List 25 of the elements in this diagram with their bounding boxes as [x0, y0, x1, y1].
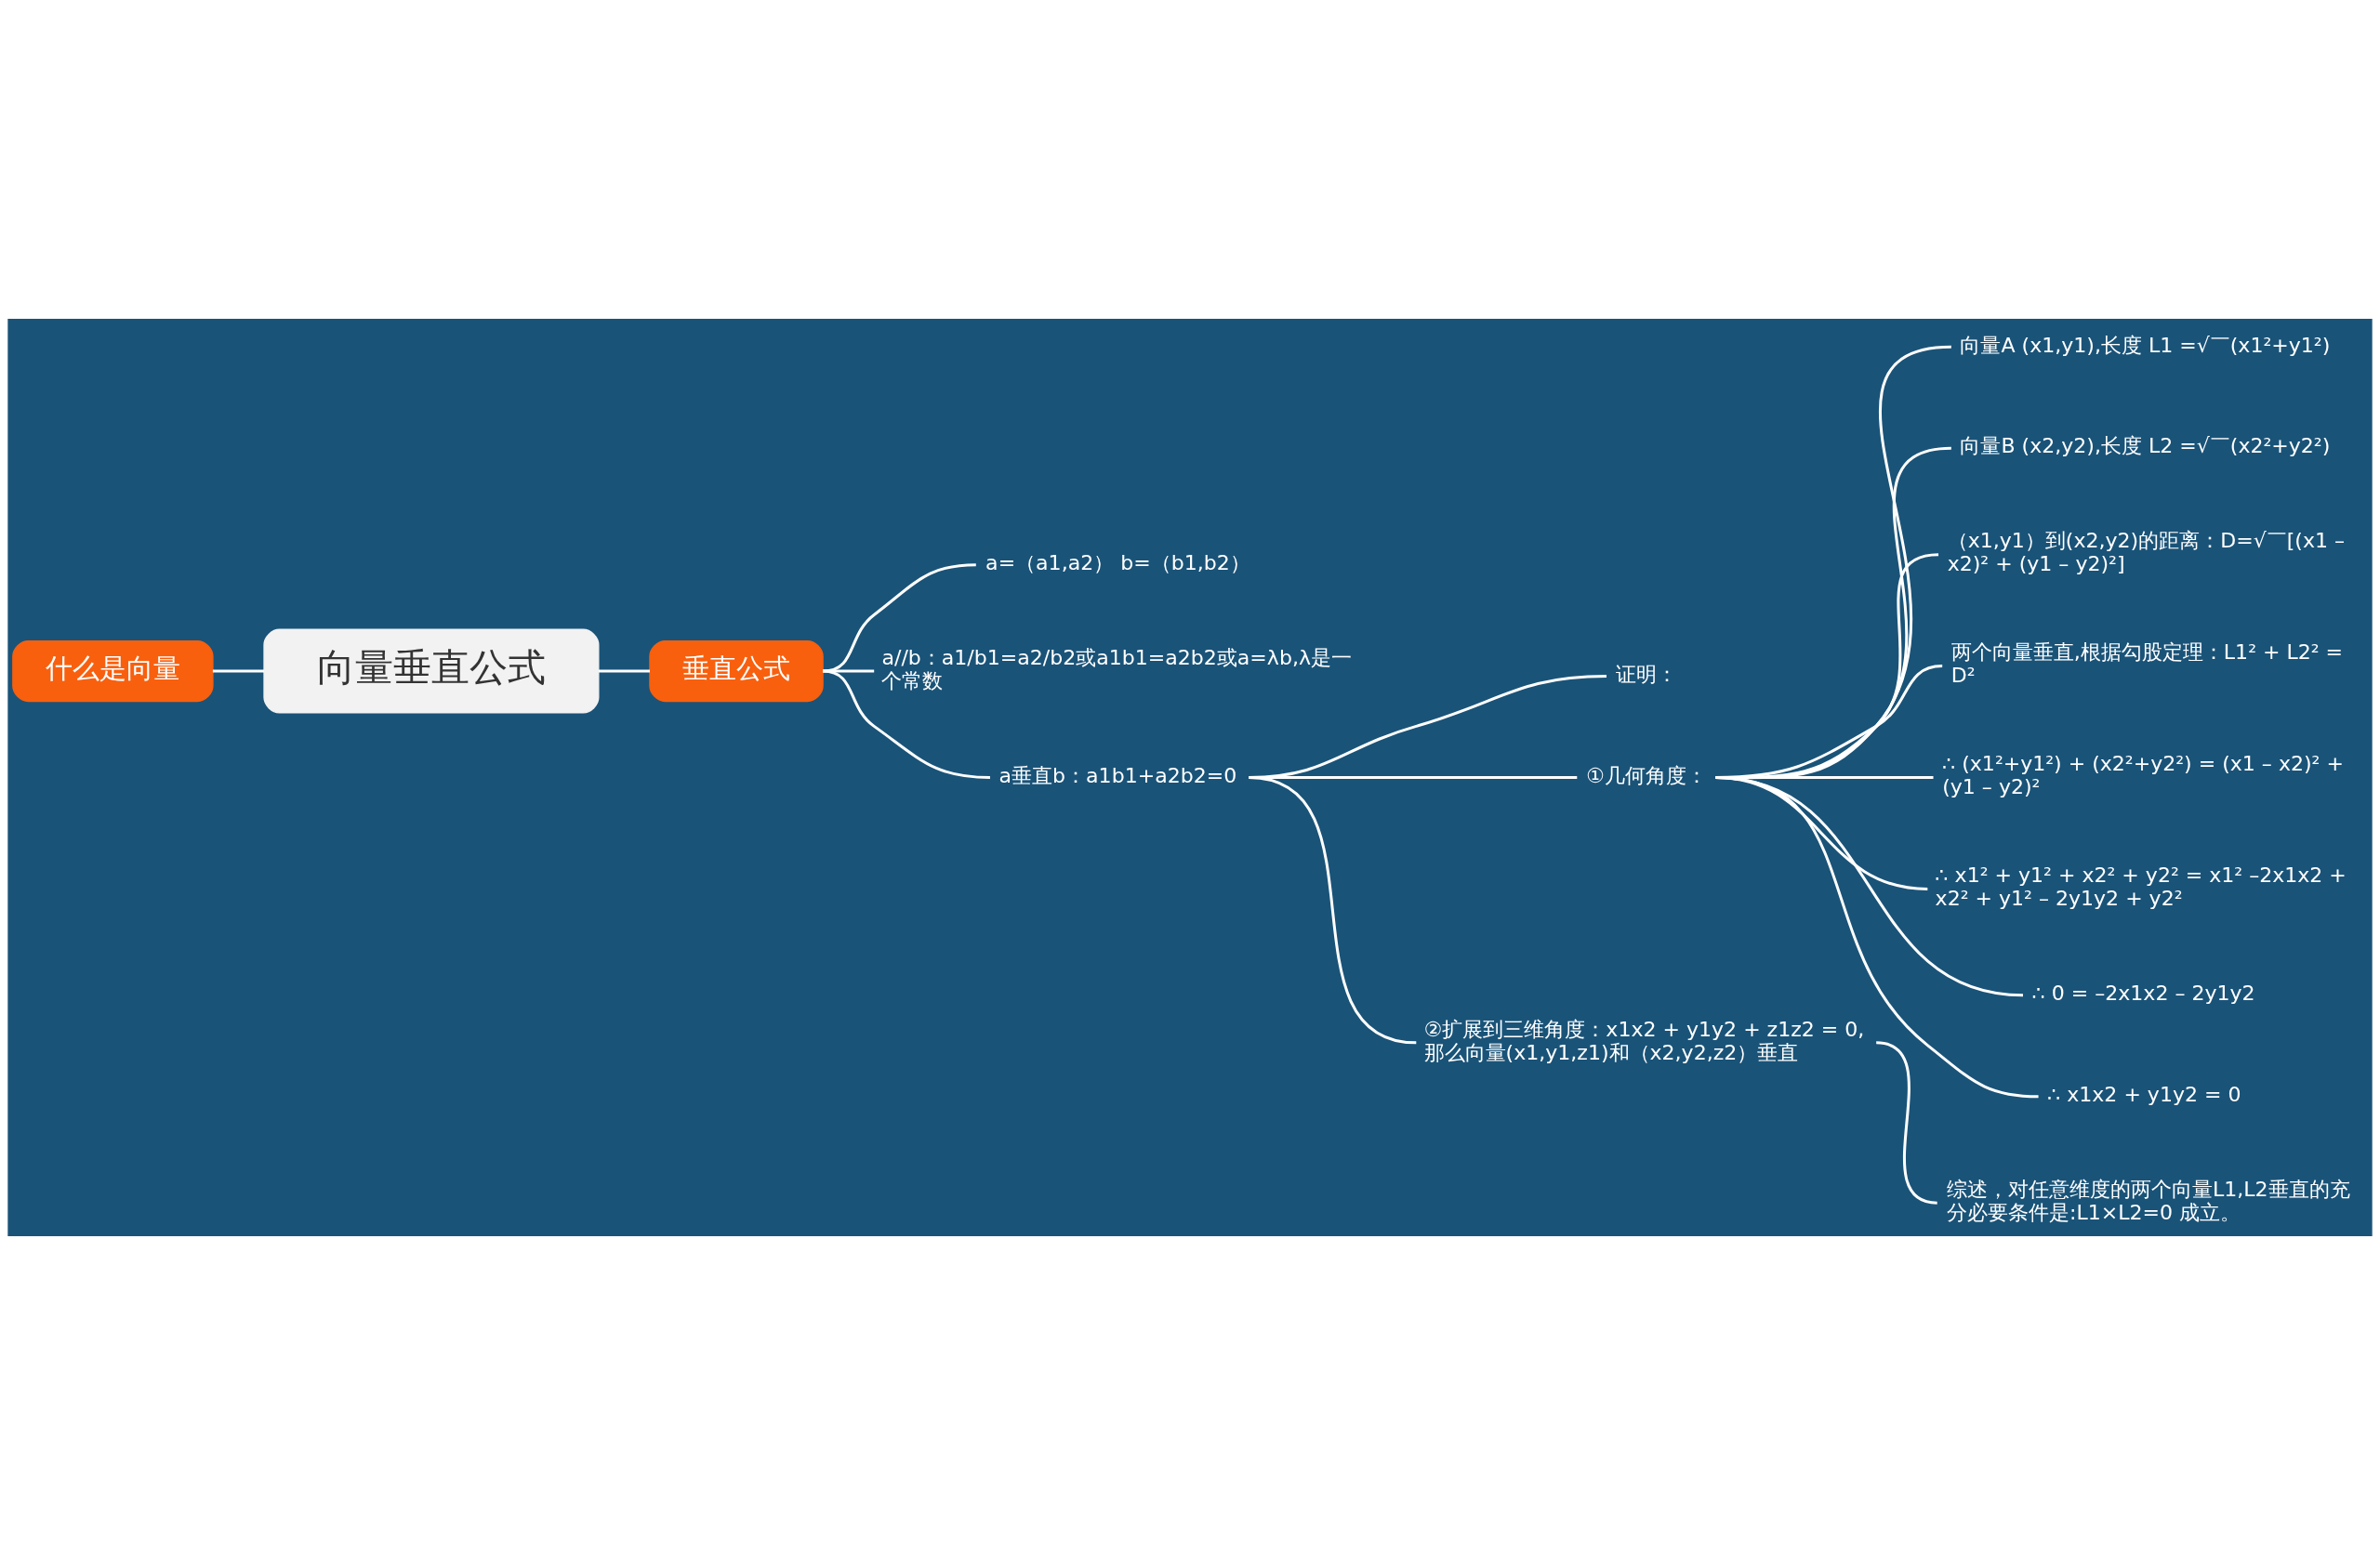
node-text: 向量A (x1,y1),长度 L1 =√￣(x1²+y1²)	[1960, 333, 2331, 357]
connector	[822, 669, 990, 779]
node-text: 两个向量垂直,根据勾股定理：L1² + L2² = D²	[1950, 640, 2344, 688]
node-box: 什么是向量	[12, 640, 214, 703]
node-text: ∴ 0 = –2x1x2 – 2y1y2	[2031, 982, 2255, 1006]
node-text: ①几何角度：	[1585, 763, 1707, 787]
connector	[1875, 1041, 1937, 1205]
node-text: 证明：	[1615, 662, 1677, 686]
connector	[598, 669, 650, 673]
node-text: ∴ x1x2 + y1y2 = 0	[2047, 1082, 2241, 1106]
node-text: a垂直b：a1b1+a2b2=0	[998, 763, 1237, 787]
node-box: 垂直公式	[649, 640, 824, 703]
node-text: 综述，对任意维度的两个向量L1,L2垂直的充分必要条件是:L1×L2=0 成立。	[1947, 1177, 2350, 1224]
connector	[822, 563, 976, 673]
node-box: 向量垂直公式	[263, 628, 600, 714]
node-text: （x1,y1）到(x2,y2)的距离：D=√￣[(x1 – x2)² + (y1 – y2)²]	[1947, 529, 2346, 576]
connector	[212, 669, 265, 673]
node-text: ∴ (x1²+y1²) + (x2²+y2²) = (x1 – x2)² + (y1 – y2)²	[1942, 752, 2344, 799]
node-text: a//b：a1/b1=a2/b2或a1b1=a2b2或a=λb,λ是一个常数	[881, 645, 1352, 692]
connector	[1715, 776, 2039, 1099]
node-text: ②扩展到三维角度：x1x2 + y1y2 + z1z2 = 0,那么向量(x1,y1,z1)和（x2,y2,z2）垂直	[1423, 1017, 1865, 1064]
node-text: a=（a1,a2） b=（b1,b2）	[985, 550, 1250, 574]
node-text: ∴ x1² + y1² + x2² + y2² = x1² –2x1x2 + x2² + y1² – 2y1y2 + y2²	[1935, 863, 2347, 911]
connector	[1249, 776, 1417, 1045]
node-text: 向量B (x2,y2),长度 L2 =√￣(x2²+y2²)	[1960, 434, 2331, 458]
